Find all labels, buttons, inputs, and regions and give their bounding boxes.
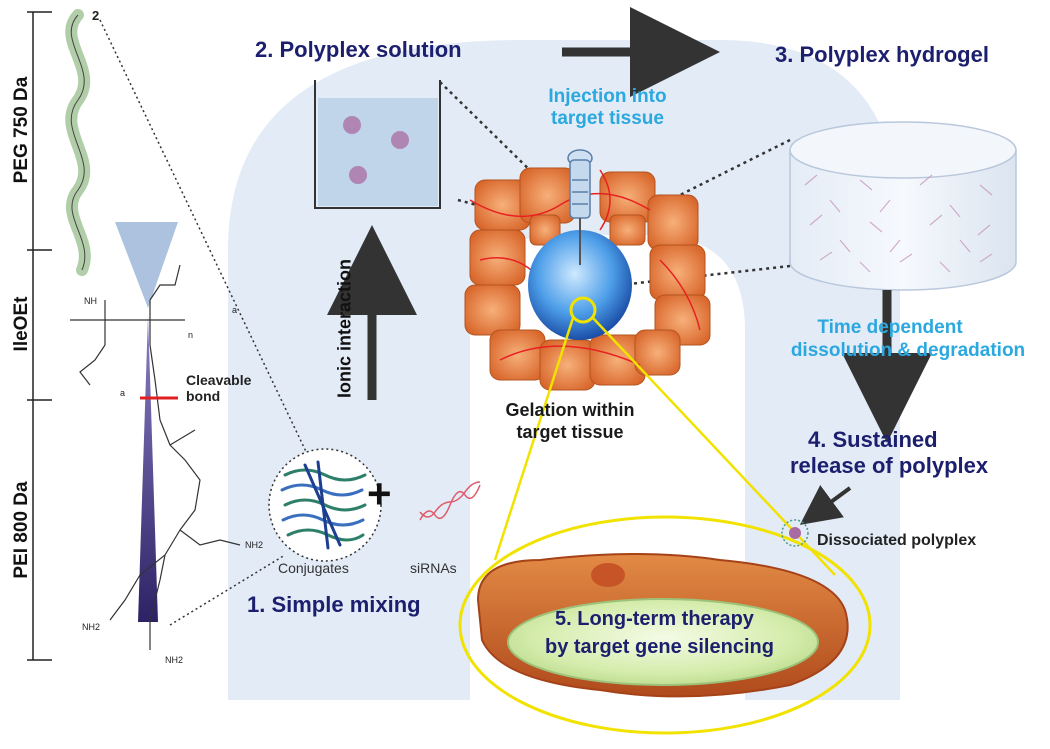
chem-nh2-3: NH2: [165, 655, 184, 665]
highlight-circle: [569, 296, 597, 324]
axis-scale: [27, 11, 52, 661]
step-5-label-1: 5. Long-term therapy: [555, 608, 754, 630]
chem-a-2: a: [120, 388, 126, 398]
injection-label-1: Injection into: [548, 86, 667, 107]
conjugates-label: Conjugates: [278, 560, 349, 576]
therapy-ellipse: [507, 598, 819, 686]
chem-a-1: a: [232, 305, 238, 315]
ileoet-triangle: [115, 222, 178, 308]
gelation-label-1: Gelation within: [505, 400, 635, 420]
sirna-helix: [419, 481, 481, 521]
step-1-label: 1. Simple mixing: [247, 592, 421, 617]
step-4-label-1: 4. Sustained: [808, 427, 938, 452]
ionic-label: Ionic interaction: [334, 258, 355, 399]
axis-label-pei: PEI 800 Da: [11, 481, 32, 579]
dissociated-polyplex-icon: [781, 519, 809, 547]
backbone: [70, 264, 241, 650]
peg-backbone: [70, 14, 86, 271]
dissociated-arrow: [799, 485, 852, 525]
syringe: [567, 149, 593, 265]
step-5-label-2: by target gene silencing: [545, 636, 774, 658]
beaker-liquid: [318, 98, 438, 206]
step-4-label-2: release of polyplex: [790, 453, 989, 478]
time-label-2: dissolution & degradation: [790, 340, 1026, 361]
step-3-label: 3. Polyplex hydrogel: [775, 42, 989, 67]
beaker-polyplexes: [343, 116, 409, 184]
highlight-ellipse: [458, 515, 872, 735]
chem-nh2-1: NH2: [245, 540, 264, 550]
cleavable-bond-label: Cleavable bond: [186, 372, 252, 405]
hydrogel-cylinder: [789, 121, 1017, 291]
pei-triangle: [138, 315, 158, 622]
gel-core: [528, 230, 632, 340]
axis-label-peg: PEG 750 Da: [11, 76, 32, 184]
axis-label-ileoet: IleOEt: [11, 296, 32, 352]
chem-n: n: [188, 330, 194, 340]
gelation-label-2: target tissue: [516, 422, 624, 442]
chem-nh2-2: NH2: [82, 622, 101, 632]
chem-nh-1: NH: [84, 296, 97, 306]
conjugates-chains: [280, 460, 367, 550]
beaker: [314, 80, 441, 209]
injection-label-2: target tissue: [551, 108, 664, 129]
highlight-line-left: [493, 317, 575, 561]
chem-subscript: 2: [92, 8, 100, 23]
plus-sign: +: [367, 470, 392, 517]
dissociated-label: Dissociated polyplex: [817, 532, 977, 549]
peg-chain: [65, 9, 91, 276]
cell-nucleus: [591, 563, 625, 587]
time-label-1: Time dependent: [817, 317, 963, 338]
sirnas-label: siRNAs: [410, 560, 457, 576]
dotted-connector-top: [99, 19, 311, 461]
step-2-label: 2. Polyplex solution: [255, 37, 462, 62]
